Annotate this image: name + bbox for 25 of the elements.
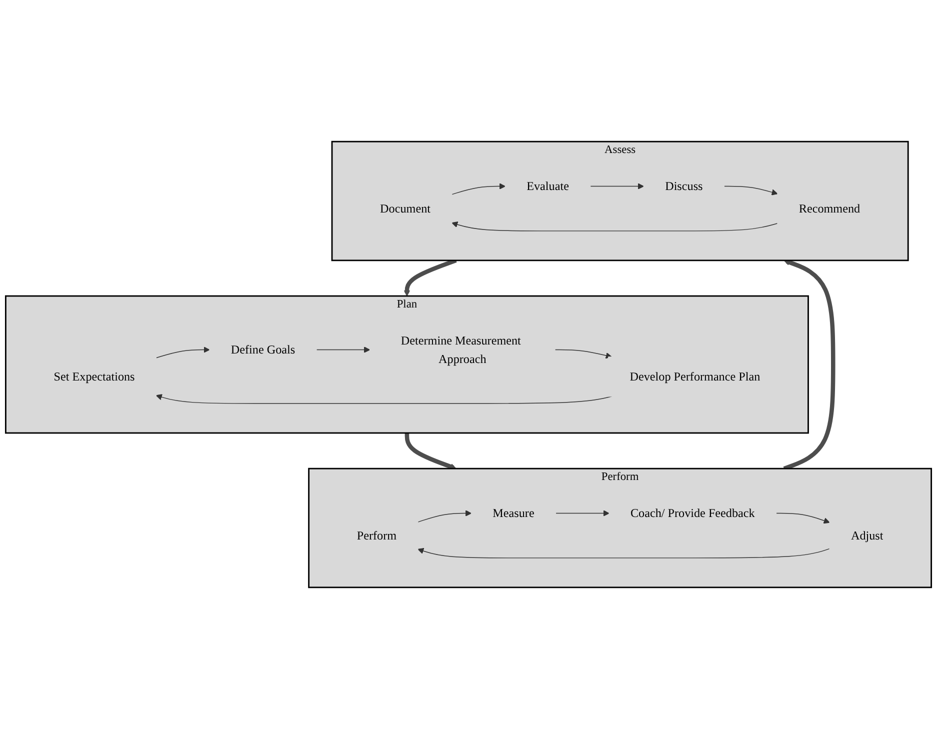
node-text: Evaluate [526, 179, 569, 193]
node-text: Determine Measurement Approach [400, 334, 521, 366]
node-text: Recommend [798, 202, 860, 216]
node-text: Define Goals [230, 342, 296, 356]
node-text: Develop Performance Plan [630, 370, 760, 384]
arrow [724, 186, 778, 196]
arrow [554, 349, 612, 359]
node-text: Coach/ Provide Feedback [630, 506, 755, 520]
node-text: Document [380, 202, 430, 216]
node-text: Perform [356, 528, 397, 542]
node-text: Discuss [665, 179, 703, 193]
arrow [156, 346, 210, 358]
arrow [404, 432, 456, 470]
arrow [590, 183, 644, 190]
node-text: Adjust [850, 528, 884, 542]
arrow [776, 512, 830, 524]
arrow [452, 183, 506, 195]
arrow [418, 510, 472, 522]
arrow [452, 221, 778, 232]
node-text: Measure [492, 506, 534, 520]
arrow [316, 346, 370, 353]
arrow [418, 548, 830, 558]
arrow [156, 394, 612, 404]
arrow [555, 510, 610, 516]
node-text: Set Expectations [54, 370, 135, 384]
